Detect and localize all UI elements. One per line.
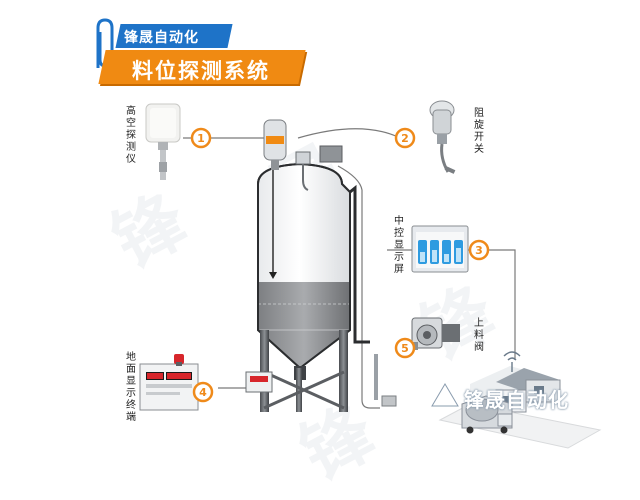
number-label: 1 [197, 132, 205, 145]
label-rotary-switch: 阻旋开关 [474, 108, 484, 155]
level-sensor-device [263, 119, 287, 170]
label-feed-valve: 上料阀 [474, 318, 484, 353]
rotary-switch-image [429, 100, 456, 174]
number-circles [190, 127, 490, 403]
silo-terminal-box [245, 371, 273, 393]
number-label: 4 [199, 386, 207, 399]
number-badge-5 [394, 337, 416, 359]
silo [257, 145, 378, 412]
rotary-switch-device [295, 151, 311, 191]
control-house-illustration [470, 351, 561, 413]
radar-sensor-image [145, 103, 181, 180]
number-badge-1 [190, 127, 212, 149]
brand-name: 锋晟自动化 [124, 30, 199, 46]
label-control-display: 中控显示屏 [394, 216, 404, 275]
corner-watermark: 锋晟自动化 [426, 380, 612, 412]
number-label: 2 [401, 132, 409, 145]
label-high-altitude-detector: 高空探测仪 [126, 106, 136, 165]
number-label: 3 [475, 244, 483, 257]
brand-logo-icon [430, 382, 460, 408]
system-diagram: 锋 晟 锋 锋 锋晟自动化 料位探测系统 [96, 18, 612, 496]
control-display-image [411, 225, 469, 273]
number-badge-3 [468, 239, 490, 261]
label-ground-terminal: 地面显示终端 [126, 352, 136, 423]
page-title: 料位探测系统 [132, 59, 270, 83]
mixer-truck-illustration [461, 395, 513, 434]
corner-watermark-text: 锋晟自动化 [464, 388, 569, 412]
diagram-canvas: 1 2 3 4 5 [139, 100, 602, 449]
number-badge-2 [394, 127, 416, 149]
number-badge-4 [192, 381, 214, 403]
ground-terminal-image [139, 354, 199, 411]
number-label: 5 [401, 342, 409, 355]
